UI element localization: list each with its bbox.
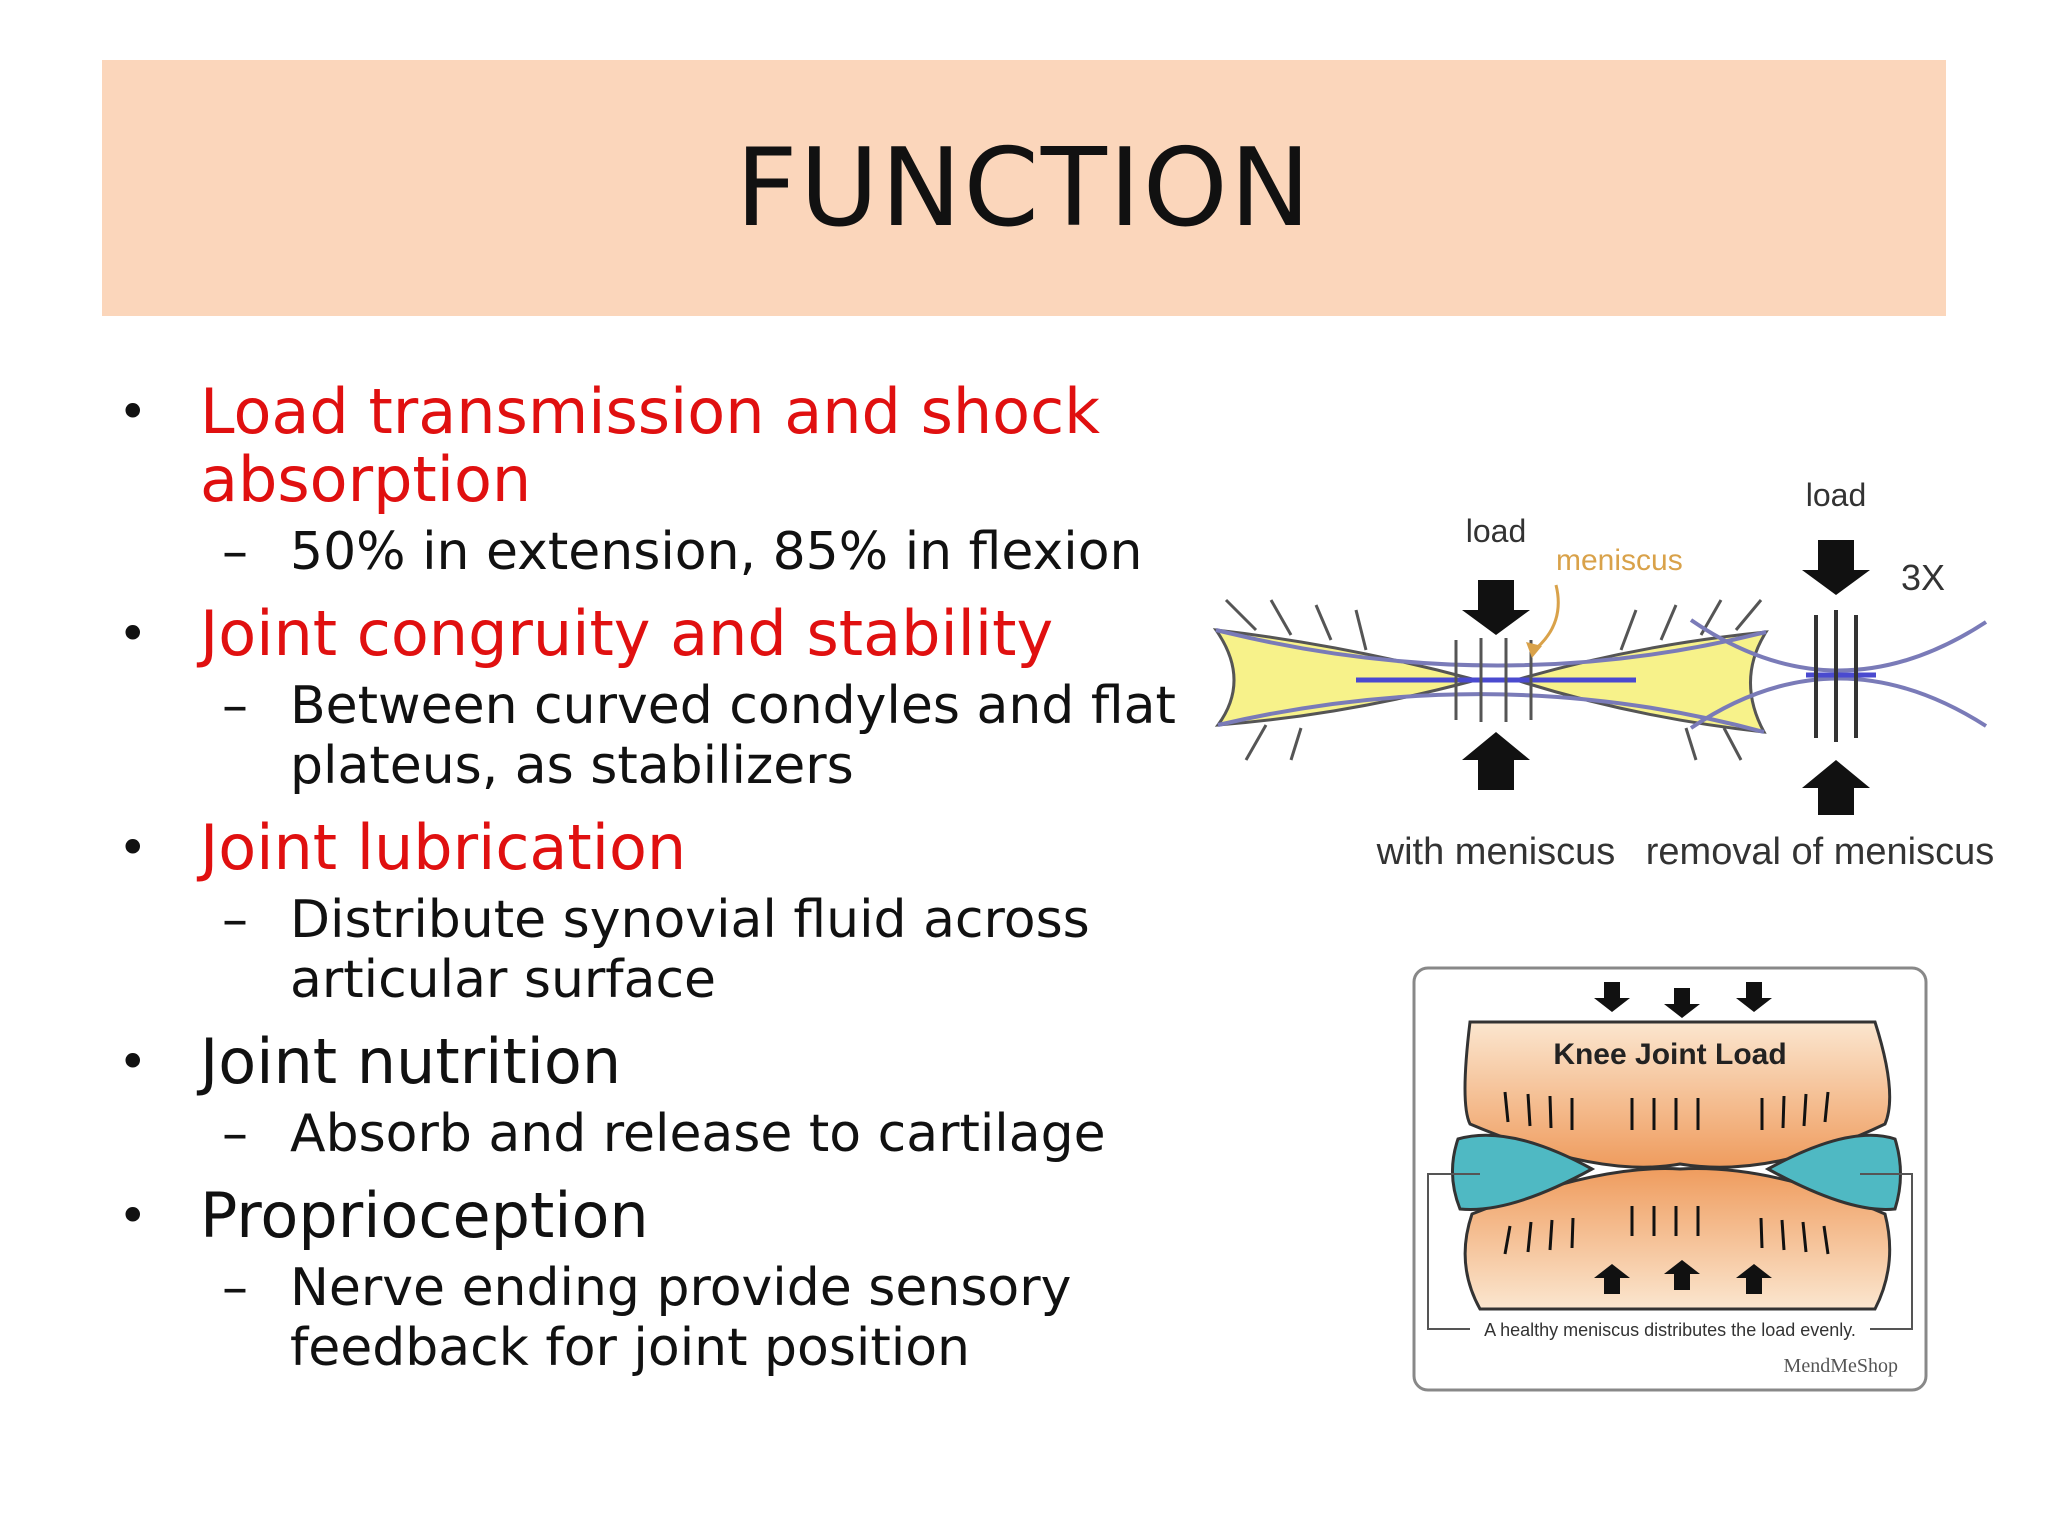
distributed-arrows-down <box>1503 1091 1830 1130</box>
bullet-proprioception: • Proprioception –Nerve ending provide se… <box>118 1179 1188 1379</box>
load-arrow-up-icon <box>1462 732 1530 790</box>
bottom-load-arrows <box>1594 1260 1772 1294</box>
sub-bullet-text: Between curved condyles and flat plateus… <box>290 676 1176 796</box>
load-arrow-down-icon <box>1462 580 1530 635</box>
bullet-text: Load transmission and shock absorption <box>200 375 1101 516</box>
caption-removal-of-meniscus: removal of meniscus <box>1646 831 1994 873</box>
meniscus-left-shape <box>1450 1133 1596 1211</box>
force-hatch-marks <box>1224 598 1763 761</box>
removal-of-meniscus-diagram: load 3X removal of meniscus <box>1646 477 1994 873</box>
load-label-left: load <box>1466 513 1527 549</box>
bone-contour-lower <box>1217 692 1765 734</box>
femur-shape <box>1463 1020 1892 1169</box>
meniscus-label: meniscus <box>1556 544 1683 577</box>
callout-line-left <box>1427 1173 1480 1330</box>
callout-line-right <box>1860 1173 1913 1330</box>
dash-icon: – <box>222 1258 248 1318</box>
figure-credit: MendMeShop <box>1784 1355 1898 1377</box>
meniscus-load-diagram: load meniscus with meniscus load 3X remo… <box>1212 477 1994 873</box>
sub-bullet-text: Nerve ending provide sensory feedback fo… <box>290 1258 1072 1378</box>
dash-icon: – <box>222 522 248 582</box>
bullet-dot-icon: • <box>118 383 148 441</box>
arrow-down-icon <box>1594 982 1630 1012</box>
bullet-joint-lubrication: • Joint lubrication –Distribute synovial … <box>118 811 1188 1011</box>
slide-title: FUNCTION <box>735 125 1313 251</box>
load-label-right: load <box>1806 477 1867 513</box>
sub-bullet-text: Distribute synovial fluid across articul… <box>290 890 1090 1010</box>
arrow-down-icon <box>1664 988 1700 1018</box>
dash-icon: – <box>222 890 248 950</box>
bullet-text: Joint congruity and stability <box>200 597 1054 670</box>
arrow-up-icon <box>1594 1264 1630 1294</box>
multiplier-label: 3X <box>1901 557 1945 598</box>
bullet-list: •Load transmission and shock absorption … <box>118 360 1188 1379</box>
bullet-joint-nutrition: • Joint nutrition –Absorb and release to … <box>118 1025 1188 1165</box>
load-arrow-down-icon <box>1802 540 1870 595</box>
dash-icon: – <box>222 1104 248 1164</box>
caption-with-meniscus: with meniscus <box>1376 831 1616 873</box>
bullet-dot-icon: • <box>118 1187 148 1245</box>
knee-joint-load-diagram: Knee Joint Load A healthy meniscus distr… <box>1412 966 1928 1392</box>
title-band: FUNCTION <box>102 60 1946 316</box>
bullet-dot-icon: • <box>118 819 148 877</box>
arrow-up-icon <box>1664 1260 1700 1290</box>
bullet-text: Proprioception <box>200 1179 649 1252</box>
arrow-up-icon <box>1736 1264 1772 1294</box>
load-arrow-up-icon <box>1802 760 1870 815</box>
bullet-text: Joint lubrication <box>200 811 687 884</box>
force-hatch-marks <box>1814 610 1858 742</box>
bullet-joint-congruity: • Joint congruity and stability –Between … <box>118 597 1188 797</box>
sub-bullet-text: 50% in extension, 85% in flexion <box>290 522 1143 582</box>
figure-title: Knee Joint Load <box>1553 1038 1786 1071</box>
bullet-dot-icon: • <box>118 1033 148 1091</box>
sub-bullet-text: Absorb and release to cartilage <box>290 1104 1106 1164</box>
bullet-text: Joint nutrition <box>200 1025 622 1098</box>
dash-icon: – <box>222 676 248 736</box>
figure-caption: A healthy meniscus distributes the load … <box>1484 1320 1856 1340</box>
top-load-arrows <box>1594 982 1772 1018</box>
bullet-load-transmission: •Load transmission and shock absorption … <box>118 375 1188 583</box>
distributed-arrows-up <box>1503 1206 1830 1255</box>
arrow-down-icon <box>1736 982 1772 1012</box>
with-meniscus-diagram: load meniscus with meniscus <box>1212 513 1769 873</box>
meniscus-pointer-head-icon <box>1526 642 1542 658</box>
bone-contour-upper <box>1215 628 1767 668</box>
bullet-dot-icon: • <box>118 605 148 663</box>
meniscus-pointer-arrow-icon <box>1531 584 1560 654</box>
